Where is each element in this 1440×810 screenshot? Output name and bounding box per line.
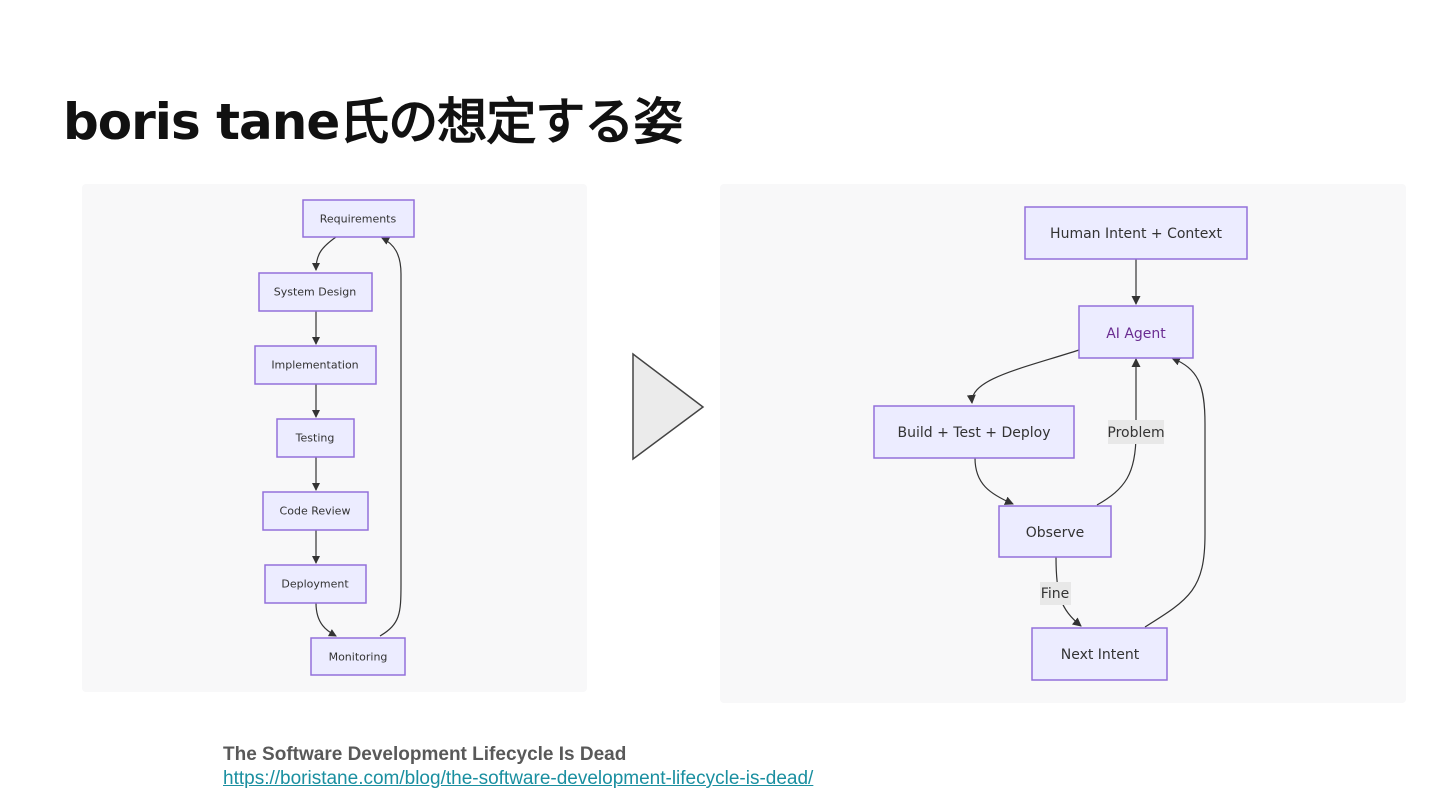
- node-monitoring: Monitoring: [310, 637, 406, 676]
- edge-deployment-monitoring: [315, 602, 337, 637]
- node-requirements: Requirements: [302, 199, 415, 238]
- node-build-test-deploy: Build + Test + Deploy: [873, 405, 1075, 459]
- sdlc-diagram-panel: Requirements System Design Implementatio…: [82, 184, 587, 692]
- node-next-intent: Next Intent: [1031, 627, 1168, 681]
- svg-text:Fine: Fine: [1041, 586, 1069, 602]
- edge-requirements-system-design: [312, 236, 337, 271]
- node-deployment: Deployment: [264, 564, 367, 604]
- svg-text:Implementation: Implementation: [271, 359, 358, 372]
- page-title: boris tane氏の想定する姿: [63, 93, 683, 151]
- svg-text:Build + Test + Deploy: Build + Test + Deploy: [898, 425, 1051, 441]
- svg-text:Requirements: Requirements: [320, 213, 397, 226]
- node-observe: Observe: [998, 505, 1112, 558]
- node-testing: Testing: [276, 418, 355, 458]
- edge-label-problem: Problem: [1107, 420, 1165, 444]
- svg-text:Testing: Testing: [295, 432, 335, 445]
- svg-text:Code Review: Code Review: [280, 505, 351, 518]
- edge-label-fine: Fine: [1040, 582, 1071, 605]
- edge-build-observe: [974, 457, 1014, 505]
- node-ai-agent: AI Agent: [1078, 305, 1194, 359]
- node-human-intent-context: Human Intent + Context: [1024, 206, 1248, 260]
- node-implementation: Implementation: [254, 345, 377, 385]
- svg-text:AI Agent: AI Agent: [1106, 326, 1166, 342]
- sdlc-diagram: Requirements System Design Implementatio…: [254, 199, 415, 676]
- agent-loop-diagram: Problem Fine Human Intent + Context AI A…: [873, 206, 1248, 681]
- svg-text:Observe: Observe: [1026, 525, 1084, 541]
- node-system-design: System Design: [258, 272, 373, 312]
- source-title: The Software Development Lifecycle Is De…: [223, 744, 627, 765]
- edge-agent-build: [966, 349, 1080, 404]
- svg-text:Deployment: Deployment: [281, 578, 349, 591]
- svg-text:Monitoring: Monitoring: [329, 651, 388, 664]
- node-code-review: Code Review: [262, 491, 369, 531]
- svg-text:Problem: Problem: [1107, 425, 1164, 441]
- edge-monitoring-requirements: [379, 237, 402, 637]
- svg-text:Human Intent + Context: Human Intent + Context: [1050, 226, 1222, 242]
- svg-text:Next Intent: Next Intent: [1061, 647, 1140, 663]
- source-link[interactable]: https://boristane.com/blog/the-software-…: [223, 768, 814, 789]
- transition-arrow-icon: [632, 352, 705, 461]
- svg-text:System Design: System Design: [274, 286, 357, 299]
- edge-next-agent: [1144, 356, 1206, 628]
- agent-loop-diagram-panel: Problem Fine Human Intent + Context AI A…: [720, 184, 1406, 703]
